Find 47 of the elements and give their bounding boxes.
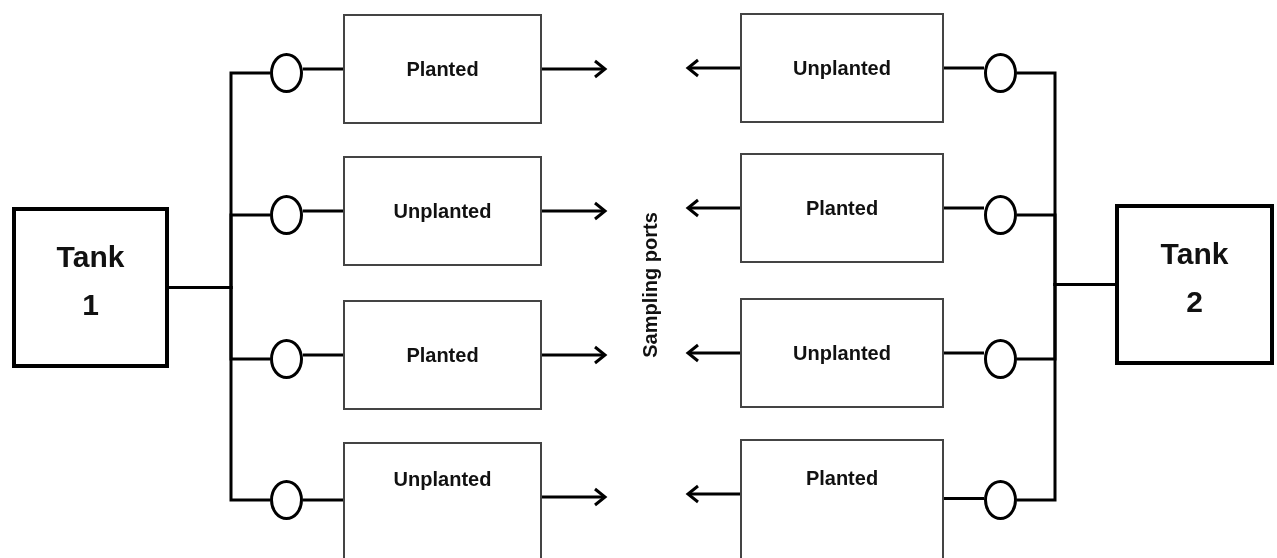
node-label: Tank 1 — [55, 239, 126, 323]
arrow — [542, 201, 607, 221]
node-label: Unplanted — [793, 56, 891, 81]
pipe-line — [303, 209, 343, 213]
pipe-line — [944, 206, 984, 210]
arrow — [542, 487, 607, 507]
arrow — [686, 343, 740, 363]
node-label: Planted — [805, 465, 879, 491]
valve-circle — [984, 480, 1017, 520]
node-label: Unplanted — [393, 467, 492, 492]
wetland-box — [343, 300, 542, 410]
valve-circle — [270, 339, 303, 379]
valve-circle — [984, 53, 1017, 93]
wetland-box — [343, 156, 542, 266]
arrow — [686, 58, 740, 78]
wetland-box — [740, 153, 944, 263]
valve-circle — [984, 195, 1017, 235]
pipe-line — [303, 353, 343, 357]
valve-circle — [270, 480, 303, 520]
pipe-line — [169, 286, 270, 502]
wetland-box — [740, 298, 944, 408]
arrow — [542, 59, 607, 79]
wetland-box — [740, 13, 944, 123]
pipe-line — [1017, 283, 1115, 502]
tank-box — [12, 207, 169, 368]
valve-circle — [270, 195, 303, 235]
node-label: Unplanted — [793, 341, 891, 366]
tank-box — [1115, 204, 1274, 365]
wetland-box — [343, 14, 542, 124]
node-label: Planted — [406, 343, 479, 368]
wetland-box — [343, 442, 542, 558]
node-label: Planted — [805, 196, 879, 221]
valve-circle — [270, 53, 303, 93]
arrow — [542, 345, 607, 365]
node-label: Unplanted — [393, 199, 492, 224]
pipe-line — [944, 66, 984, 70]
node-label: Planted — [406, 57, 479, 82]
pipe-line — [944, 351, 984, 355]
pipe-line — [944, 497, 984, 500]
arrow — [686, 484, 740, 504]
valve-circle — [984, 339, 1017, 379]
side-label: Sampling ports — [638, 212, 662, 358]
pipe-line — [303, 67, 343, 71]
node-label: Tank 2 — [1159, 236, 1230, 320]
arrow — [686, 198, 740, 218]
wetland-box — [740, 439, 944, 558]
pipe-line — [303, 498, 343, 502]
